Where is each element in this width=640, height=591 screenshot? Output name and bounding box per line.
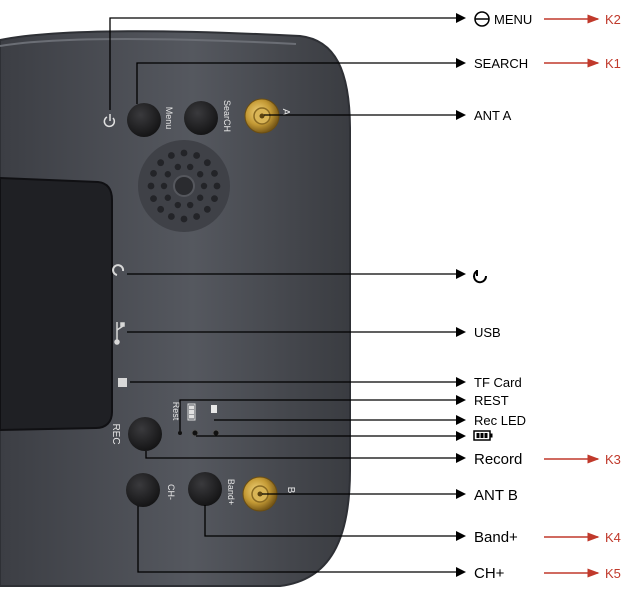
speaker-hole	[147, 182, 155, 190]
callout-record: Record K3	[474, 451, 621, 468]
speaker-hole	[157, 205, 165, 213]
key-label-k1: K1	[605, 56, 621, 71]
leader-menu	[109, 17, 458, 110]
band-button[interactable]	[188, 472, 222, 506]
callout-band-plus-label: Band+	[474, 529, 518, 546]
tf-card-slot-icon	[118, 378, 127, 387]
speaker-hole	[200, 182, 208, 190]
menu-button[interactable]	[127, 103, 161, 137]
callout-search-label: SEARCH	[474, 56, 528, 71]
headphone-port-icon	[112, 264, 125, 276]
battery-mark-icon	[187, 403, 196, 421]
key-label-k3: K3	[605, 452, 621, 467]
leader-line-arrowheads	[456, 13, 466, 577]
speaker-hole	[164, 194, 172, 201]
rec-button-label: REC	[110, 423, 121, 444]
leader-rest	[179, 399, 458, 431]
device-top-edge	[0, 38, 297, 47]
callout-rec-led-label: Rec LED	[474, 413, 526, 428]
speaker-hole	[150, 169, 157, 177]
speaker-hole	[164, 171, 172, 178]
search-button[interactable]	[184, 101, 218, 135]
speaker-hole	[180, 149, 188, 157]
ant-b-connector[interactable]	[242, 476, 278, 512]
callout-record-label: Record	[474, 451, 522, 468]
ch-button[interactable]	[126, 473, 160, 507]
callout-ant-a-label: ANT A	[474, 108, 512, 123]
speaker-hole	[160, 182, 168, 190]
rec-led	[212, 429, 220, 437]
search-button-label: SearCH	[222, 100, 232, 132]
speaker-hole	[174, 163, 182, 171]
callout-band-plus: Band+ K4	[474, 529, 621, 546]
speaker-hole	[211, 195, 218, 203]
rec-button[interactable]	[128, 417, 162, 451]
callout-ant-b-label: ANT B	[474, 487, 518, 504]
speaker-hole	[157, 159, 165, 167]
key-label-k4: K4	[605, 530, 621, 545]
callout-menu-label: MENU	[494, 12, 532, 27]
power-mark-icon	[103, 114, 116, 128]
rec-led-window	[211, 405, 217, 413]
speaker-hole	[196, 194, 204, 201]
speaker-hole	[213, 182, 221, 190]
callout-usb-label: USB	[474, 325, 501, 340]
callout-search: SEARCH K1	[474, 56, 621, 71]
callout-menu: MENU K2	[474, 11, 621, 27]
speaker-hole	[186, 201, 194, 209]
device-body	[0, 30, 351, 587]
ant-a-connector[interactable]	[244, 98, 280, 134]
leader-record	[145, 451, 458, 459]
speaker-hole	[167, 213, 175, 220]
speaker-hole	[203, 159, 211, 167]
speaker-hole	[211, 169, 218, 177]
callout-rest-label: REST	[474, 393, 509, 408]
speaker-grille	[138, 140, 230, 232]
rest-pinhole[interactable]	[178, 431, 182, 435]
leader-lines	[109, 17, 458, 573]
leader-ch-plus	[137, 506, 458, 573]
leader-search	[136, 62, 458, 104]
power-icon	[474, 11, 490, 27]
speaker-hole	[203, 205, 211, 213]
speaker-hole	[167, 152, 175, 159]
headphone-icon	[473, 270, 488, 284]
speaker-hole	[180, 215, 188, 223]
callout-ch-plus: CH+ K5	[474, 565, 621, 582]
ant-b-mark: B	[285, 487, 296, 494]
key-label-k5: K5	[605, 566, 621, 581]
ch-button-label: CH-	[166, 484, 176, 500]
menu-button-label: Menu	[164, 107, 174, 130]
screen-panel	[0, 176, 113, 432]
callout-ch-plus-label: CH+	[474, 565, 505, 582]
speaker-hole	[150, 195, 157, 203]
speaker-hole	[186, 163, 194, 171]
speaker-hole	[196, 171, 204, 178]
leader-band-plus	[204, 505, 458, 537]
speaker-hole	[193, 213, 201, 220]
callout-tf-card-label: TF Card	[474, 375, 522, 390]
speaker-hole	[174, 201, 182, 209]
rest-label: Rest	[171, 402, 181, 421]
usb-port-icon	[114, 322, 125, 345]
speaker-hole	[193, 152, 201, 159]
band-button-label: Band+	[226, 479, 236, 505]
status-led-a	[191, 429, 199, 437]
key-label-k2: K2	[605, 12, 621, 27]
battery-icon	[473, 430, 493, 441]
ant-a-mark: A	[280, 109, 291, 116]
